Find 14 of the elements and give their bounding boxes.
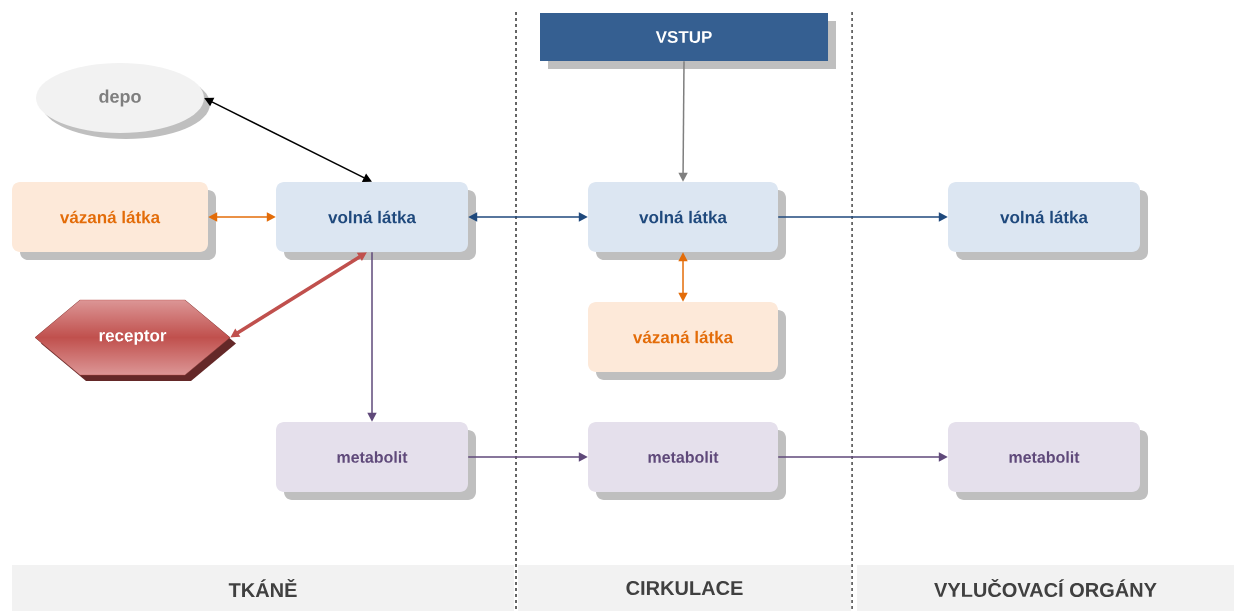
input-box: VSTUP xyxy=(540,13,836,69)
compartment-band: CIRKULACE xyxy=(518,565,851,611)
receptor-hexagon: receptor xyxy=(34,299,236,381)
arrow xyxy=(204,97,372,182)
process-box: metabolit xyxy=(276,422,476,500)
process-box: vázaná látka xyxy=(588,302,786,380)
process-box: volná látka xyxy=(276,182,476,260)
process-box: metabolit xyxy=(588,422,786,500)
process-box: volná látka xyxy=(948,182,1148,260)
process-box: metabolit xyxy=(948,422,1148,500)
compartment-band: TKÁNĚ xyxy=(12,565,514,611)
process-box: volná látka xyxy=(588,182,786,260)
process-box: vázaná látka xyxy=(12,182,216,260)
compartment-band: VYLUČOVACÍ ORGÁNY xyxy=(857,565,1234,611)
